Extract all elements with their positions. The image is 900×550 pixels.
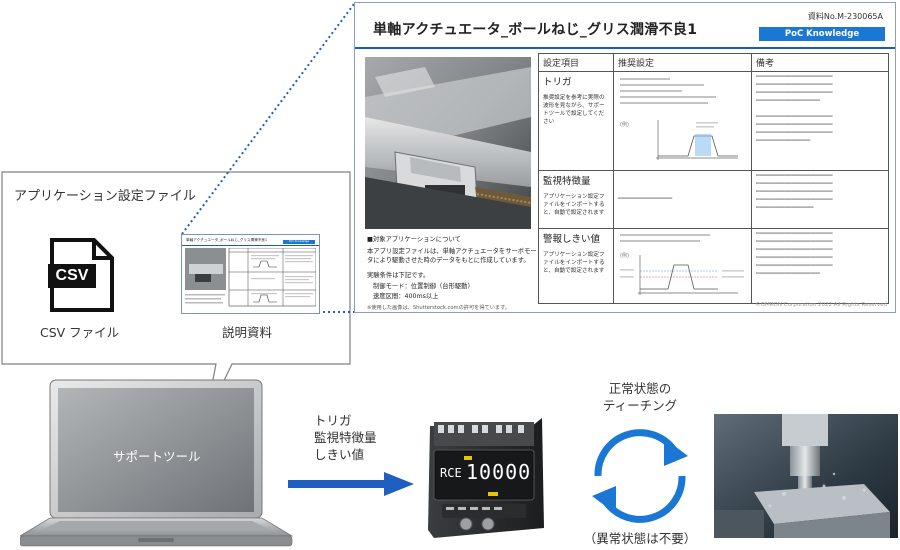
doc-label: 説明資料: [222, 325, 273, 340]
transfer-item: 監視特徴量: [314, 430, 377, 445]
table-row: トリガ 推奨設定を参考に実際の波形を見ながら、サポートツールで設定してください …: [538, 71, 889, 171]
copyright-footer: ©OMRON Corporation 2022 All Rights Reser…: [755, 302, 887, 308]
teaching-label: 正常状態の ティーチング: [580, 380, 700, 414]
doc-thumbnail: 単軸アクチュエータ_ボールねじ_グリス潤滑不良1 PoC Knowledge: [181, 234, 320, 314]
machining-photo: [714, 414, 898, 538]
app-settings-title: アプリケーション設定ファイル: [14, 189, 196, 204]
doc-title: 単軸アクチュエータ_ボールねじ_グリス潤滑不良1: [373, 22, 698, 38]
row-desc: アプリケーション設定ファイルをインポートすると、自動で設定されます: [543, 252, 605, 275]
trigger-settings-figure: (例): [620, 78, 738, 160]
note-line: 本アプリ設定ファイルは、単軸アクチュエータをサーボモータにより駆動させた時のデー…: [367, 248, 537, 265]
abnormal-not-needed-label: （異常状態は不要）: [583, 531, 697, 546]
remarks-placeholder: ━━━━━━━━━━━━━━━━━━━━━━━━━━━━━━━━━━━━━━━━…: [756, 231, 833, 277]
col-header: 推奨設定: [613, 53, 752, 72]
device-mode-readout: RCE: [440, 466, 462, 480]
threshold-settings-figure: (例): [620, 234, 744, 295]
thumb-title: 単軸アクチュエータ_ボールねじ_グリス潤滑不良1: [186, 238, 268, 242]
table-row: 警報しきい値 アプリケーション設定ファイルをインポートすると、自動で設定されます…: [538, 228, 889, 304]
actuator-photo: [365, 57, 531, 229]
thumb-content: [185, 248, 316, 307]
doc-note: ■対象アプリケーションについて 本アプリ設定ファイルは、単軸アクチュエータをサー…: [367, 235, 542, 312]
image-source-note: ※使用した画像は、Shutterstock.comの許可を得ています。: [367, 304, 510, 311]
doc-number: 資料No.M-230065A: [807, 12, 883, 21]
settings-table: 設定項目 推奨設定 備考 トリガ 推奨設定を参考に実際の波形を見ながら、サポート…: [538, 53, 889, 304]
svg-text:(例): (例): [620, 252, 629, 259]
row-name: 警報しきい値: [543, 234, 601, 245]
row-desc: 推奨設定を参考に実際の波形を見ながら、サポートツールで設定してください: [543, 95, 605, 126]
row-name: トリガ: [543, 77, 572, 88]
table-header-row: 設定項目 推奨設定 備考: [538, 53, 889, 72]
svg-text:(例): (例): [620, 121, 629, 128]
note-line: 実験条件は下記です。: [367, 272, 430, 280]
note-line: ■対象アプリケーションについて: [367, 236, 461, 243]
transfer-items-label: トリガ 監視特徴量 しきい値: [314, 412, 377, 463]
laptop-icon: [20, 379, 294, 547]
thumb-badge: PoC Knowledge: [283, 240, 315, 244]
remarks-placeholder: ━━━━━━━━━━━━━━━━━━━━━━━━━━━━━━━━━━━━━━━━…: [756, 173, 833, 211]
col-header: 備考: [751, 53, 889, 72]
cycle-arrows-icon: [592, 429, 688, 523]
teaching-line: 正常状態の: [608, 381, 672, 396]
arrow-right-icon: [288, 472, 414, 496]
device-value-readout: 10000: [466, 460, 532, 484]
note-line: 制御モード：位置制御（台形駆動）: [373, 282, 474, 290]
transfer-item: しきい値: [314, 447, 365, 462]
csv-file-label: CSV ファイル: [40, 325, 120, 340]
col-header: 設定項目: [538, 53, 614, 72]
feature-placeholder: ━━━━━━━━━━━━━━━━━: [618, 195, 673, 202]
note-line: 速度区間：400ms以上: [373, 292, 439, 300]
table-row: 監視特徴量 アプリケーション設定ファイルをインポートすると、自動で設定されます …: [538, 170, 889, 229]
remarks-placeholder: ━━━━━━━━━━━━━━━━━━━━━━━━━━━━━━━━━━━━━━━━…: [756, 74, 833, 144]
support-tool-label: サポートツール: [113, 449, 201, 464]
poc-knowledge-badge: PoC Knowledge: [759, 27, 885, 41]
csv-file-icon: CSV: [48, 238, 114, 312]
transfer-item: トリガ: [314, 413, 352, 428]
doc-title-rule: [355, 47, 895, 49]
csv-icon-text: CSV: [55, 267, 89, 284]
row-desc: アプリケーション設定ファイルをインポートすると、自動で設定されます: [543, 194, 605, 217]
row-name: 監視特徴量: [543, 176, 591, 187]
teaching-line: ティーチング: [602, 398, 678, 413]
monitoring-device: [428, 418, 544, 538]
explanation-document: 資料No.M-230065A 単軸アクチュエータ_ボールねじ_グリス潤滑不良1 …: [354, 2, 896, 313]
